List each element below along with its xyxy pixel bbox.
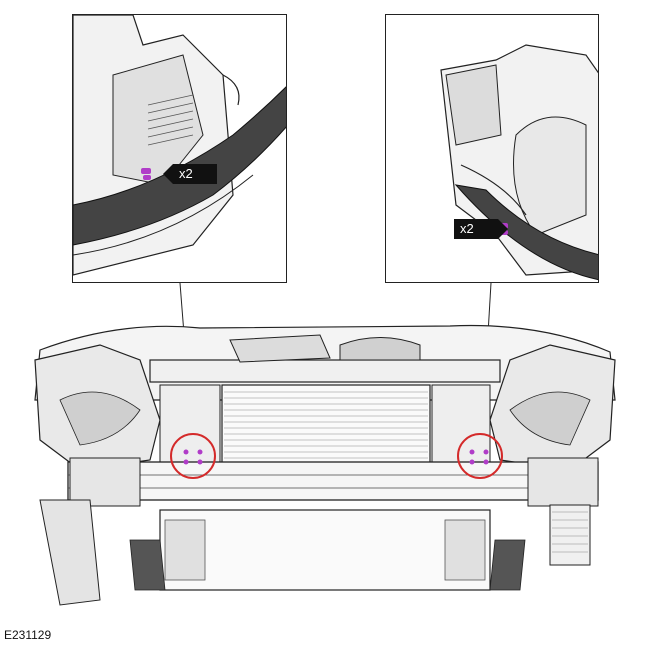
fastener-left-pair [183,449,203,465]
radiator-support-upper [149,359,501,383]
highlight-circle-left [170,433,216,479]
quantity-callout-right: x2 [454,219,508,239]
quantity-label-left: x2 [179,166,193,181]
arrow-pointer-icon [163,164,173,184]
inset-left-illustration [73,15,286,276]
radiator-core [221,384,431,466]
highlight-circle-right [457,433,503,479]
arrow-pointer-icon [498,219,508,239]
fastener-right-pair [469,449,489,465]
figure-id-label: E231129 [4,628,52,642]
side-cooler-right [549,504,591,566]
lower-cooler [159,509,491,591]
quantity-label-right: x2 [460,221,474,236]
detail-inset-left: x2 [72,14,287,283]
quantity-callout-left: x2 [163,164,217,184]
bumper-reinforcement-beam [67,457,599,507]
inset-right-illustration [440,44,598,281]
detail-inset-right: x2 [385,14,599,283]
pushpin-retainer-icon [141,168,151,180]
